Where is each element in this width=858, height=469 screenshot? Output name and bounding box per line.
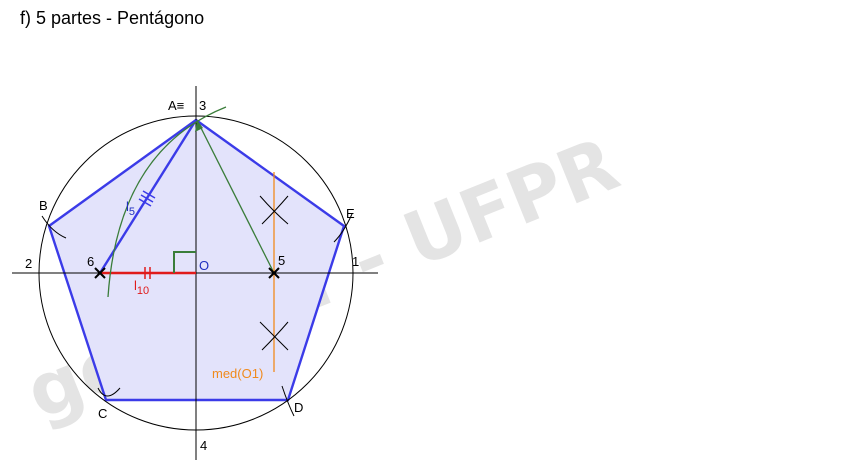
mediatrix-arcs: [259, 195, 289, 351]
label-l10: l10: [134, 278, 149, 297]
right-angle-marker: [173, 251, 196, 273]
label-point-6: 6: [87, 254, 94, 269]
label-point-3: 3: [199, 98, 206, 113]
label-vertex-a: A≡: [168, 98, 184, 113]
point-5-marker: [268, 267, 280, 279]
vertex-arcs: [41, 213, 353, 417]
label-vertex-d: D: [294, 400, 303, 415]
label-vertex-b: B: [39, 198, 48, 213]
green-arrowhead: [195, 120, 203, 132]
label-mediatrix: med(O1): [212, 366, 263, 381]
label-point-5: 5: [278, 253, 285, 268]
label-l5-sub: 5: [129, 206, 135, 218]
point-6-marker: [94, 267, 106, 279]
label-point-1: 1: [352, 254, 359, 269]
page-title: f) 5 partes - Pentágono: [20, 8, 205, 28]
l10-tick-marks: [144, 267, 151, 279]
label-l10-main: l: [134, 278, 137, 293]
label-l5-main: l: [126, 199, 129, 214]
l5-tick-marks: [138, 190, 156, 207]
label-l10-sub: 10: [137, 285, 149, 297]
green-line-5-to-a: [199, 125, 275, 274]
label-vertex-c: C: [98, 406, 107, 421]
label-point-4: 4: [200, 438, 207, 453]
label-point-2: 2: [25, 256, 32, 271]
label-l5: l5: [126, 199, 135, 218]
label-vertex-e: E: [346, 206, 355, 221]
green-arc: [107, 106, 227, 298]
label-center-o: O: [199, 258, 209, 273]
l5-segment: [98, 119, 198, 274]
